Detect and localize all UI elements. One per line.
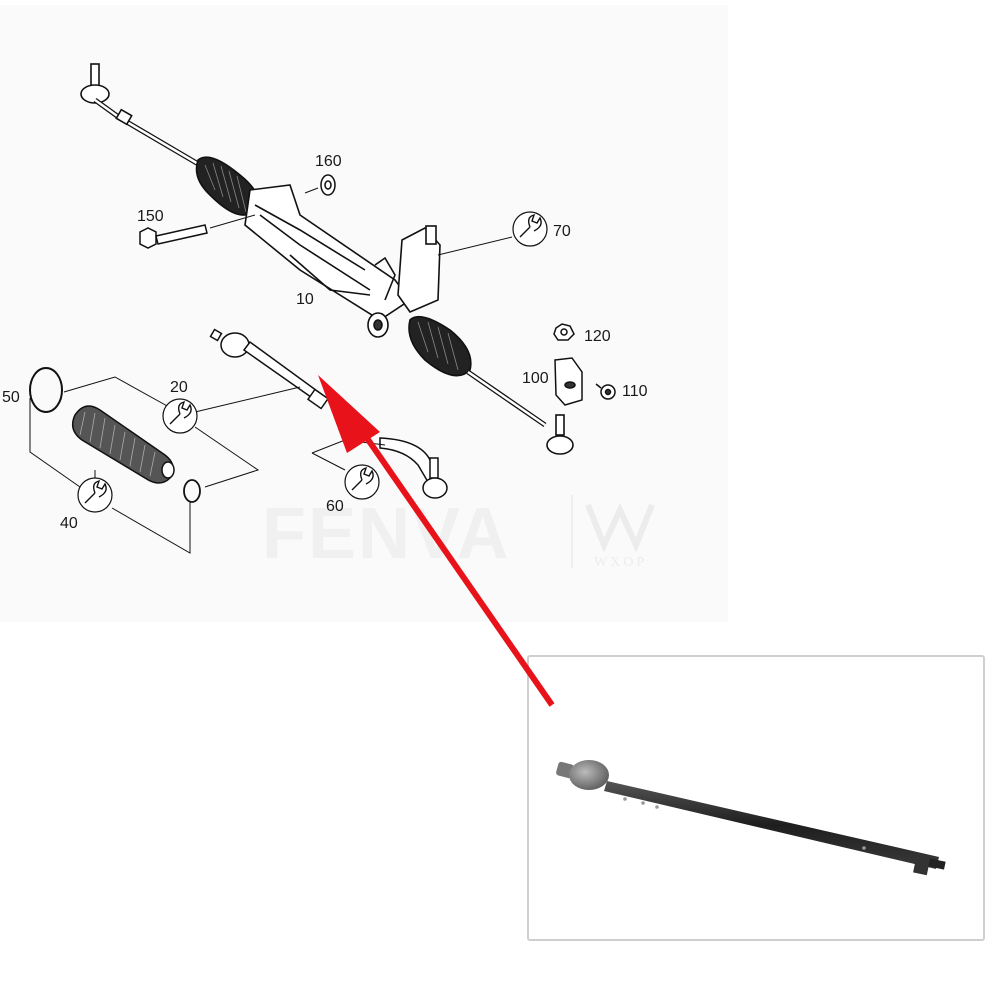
wrench-callout-40[interactable]	[77, 477, 113, 513]
callout-label-10: 10	[296, 291, 314, 308]
wrench-icon	[84, 480, 107, 504]
watermark: FENVA WXOP	[262, 494, 655, 574]
callout-label-50: 50	[2, 389, 20, 406]
watermark-sub: WXOP	[594, 555, 647, 570]
watermark-brand: FENVA	[262, 494, 511, 574]
wrench-callout-70[interactable]	[512, 211, 548, 247]
callout-label-100: 100	[522, 370, 549, 387]
inner-tie-rod-diagram[interactable]	[209, 328, 330, 410]
callout-labels: 10 20 40 50 60 70 100 110 120 150 160	[2, 153, 648, 532]
bolt-150[interactable]	[139, 214, 256, 249]
watermark-logo-icon	[585, 502, 655, 553]
steering-rack-assembly[interactable]	[80, 63, 574, 455]
callout-label-70: 70	[553, 223, 571, 240]
inner-tie-rod-photo	[556, 760, 946, 876]
small-ring[interactable]	[183, 479, 201, 503]
callout-label-120: 120	[584, 328, 611, 345]
wrench-callout-60[interactable]	[344, 464, 380, 500]
clamp-ring-50[interactable]	[29, 367, 63, 413]
bolt-110[interactable]	[595, 383, 616, 400]
boot-40-diagram[interactable]	[71, 405, 175, 484]
callout-label-150: 150	[137, 208, 164, 225]
product-photo-frame	[527, 655, 985, 941]
tie-rod-image	[556, 760, 946, 876]
callout-label-110: 110	[622, 383, 648, 400]
nut-160[interactable]	[304, 174, 336, 196]
wrench-callout-20[interactable]	[162, 398, 198, 434]
callout-label-40: 40	[60, 515, 78, 532]
callout-label-60: 60	[326, 498, 344, 515]
leader-lines	[29, 236, 513, 554]
callout-label-160: 160	[315, 153, 342, 170]
wrench-icon	[519, 214, 542, 238]
nut-120[interactable]	[553, 323, 575, 341]
callout-label-20: 20	[170, 379, 188, 396]
bracket-100[interactable]	[554, 357, 583, 406]
wrench-icon	[169, 401, 192, 425]
outer-tie-rod-end-diagram[interactable]	[379, 437, 448, 499]
